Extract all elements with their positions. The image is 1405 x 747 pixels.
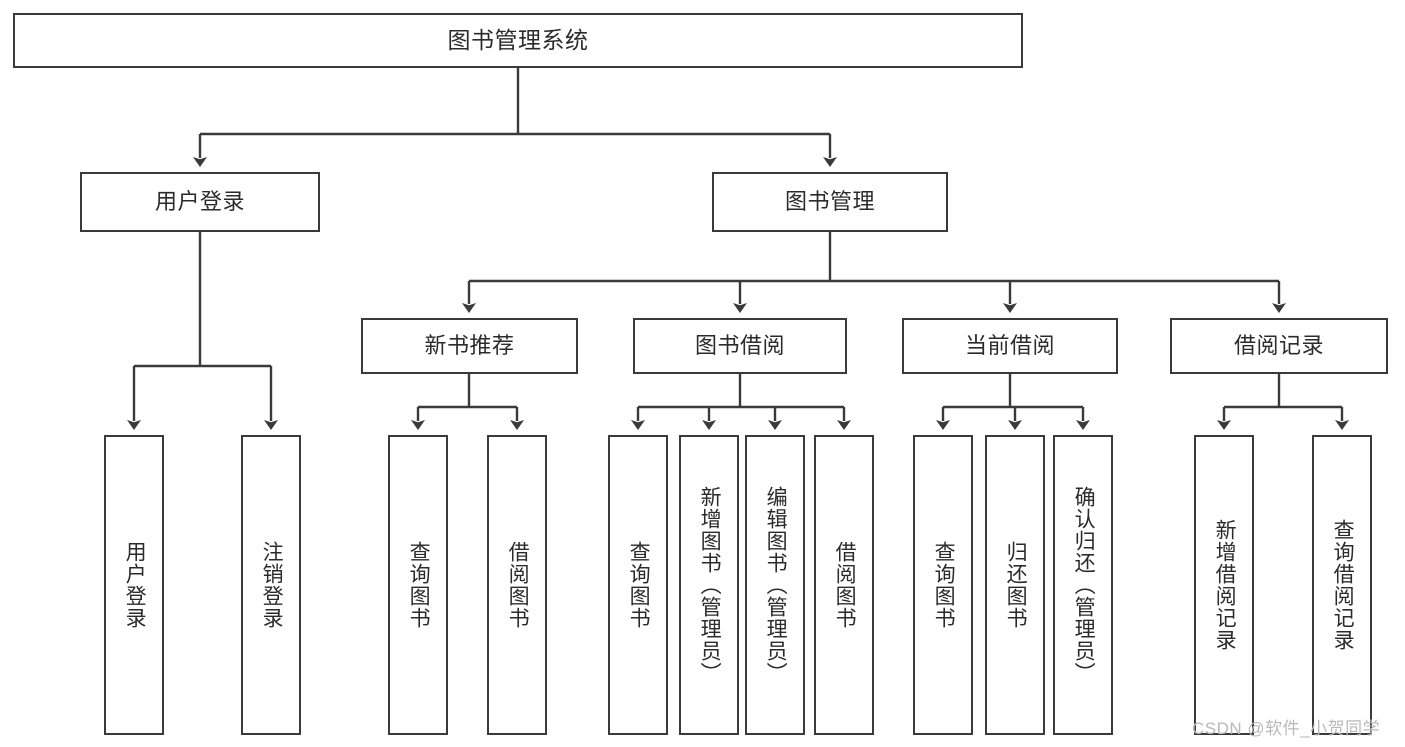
node-label: 借阅图书 xyxy=(833,541,857,629)
node-leaf-query-record[interactable]: 查询借阅记录 xyxy=(1312,435,1372,735)
node-label: 当前借阅 xyxy=(964,332,1055,358)
node-leaf-confirm-return[interactable]: 确认归还（管理员） xyxy=(1053,435,1113,735)
node-label: 用户登录 xyxy=(123,541,147,629)
node-leaf-query-book-cur[interactable]: 查询图书 xyxy=(913,435,973,735)
node-leaf-query-book-rec[interactable]: 查询图书 xyxy=(388,435,448,735)
node-label: 图书管理 xyxy=(784,188,875,214)
node-label: 编辑图书（管理员） xyxy=(764,486,788,684)
csdn-watermark: CSDN @软件_小贺同学 xyxy=(1192,719,1381,738)
node-current-borrow[interactable]: 当前借阅 xyxy=(902,318,1118,374)
node-label: 查询图书 xyxy=(407,541,431,629)
node-label: 图书管理系统 xyxy=(447,26,589,53)
node-leaf-add-book[interactable]: 新增图书（管理员） xyxy=(679,435,739,735)
node-leaf-user-logout[interactable]: 注销登录 xyxy=(241,435,301,735)
node-label: 注销登录 xyxy=(260,541,284,629)
node-label: 图书借阅 xyxy=(694,332,785,358)
node-label: 用户登录 xyxy=(154,188,245,214)
node-borrow-record[interactable]: 借阅记录 xyxy=(1170,318,1388,374)
node-label: 查询图书 xyxy=(932,541,956,629)
node-label: 借阅图书 xyxy=(506,541,530,629)
node-label: 新增借阅记录 xyxy=(1213,519,1237,651)
node-label: 归还图书 xyxy=(1004,541,1028,629)
node-leaf-add-record[interactable]: 新增借阅记录 xyxy=(1194,435,1254,735)
node-new-book-recommend[interactable]: 新书推荐 xyxy=(361,318,578,374)
node-leaf-borrow-book-rec[interactable]: 借阅图书 xyxy=(487,435,547,735)
node-label: 查询图书 xyxy=(627,541,651,629)
node-label: 查询借阅记录 xyxy=(1331,519,1355,651)
node-label: 新增图书（管理员） xyxy=(698,486,722,684)
node-label: 借阅记录 xyxy=(1233,332,1324,358)
node-leaf-user-login[interactable]: 用户登录 xyxy=(104,435,164,735)
node-leaf-query-book[interactable]: 查询图书 xyxy=(608,435,668,735)
node-book-manage[interactable]: 图书管理 xyxy=(712,172,948,232)
node-leaf-return-book[interactable]: 归还图书 xyxy=(985,435,1045,735)
node-user-login[interactable]: 用户登录 xyxy=(80,172,320,232)
node-label: 确认归还（管理员） xyxy=(1072,486,1096,684)
node-book-borrow[interactable]: 图书借阅 xyxy=(633,318,847,374)
node-root[interactable]: 图书管理系统 xyxy=(13,13,1023,68)
node-label: 新书推荐 xyxy=(424,332,515,358)
node-leaf-borrow-book[interactable]: 借阅图书 xyxy=(814,435,874,735)
node-leaf-edit-book[interactable]: 编辑图书（管理员） xyxy=(745,435,805,735)
